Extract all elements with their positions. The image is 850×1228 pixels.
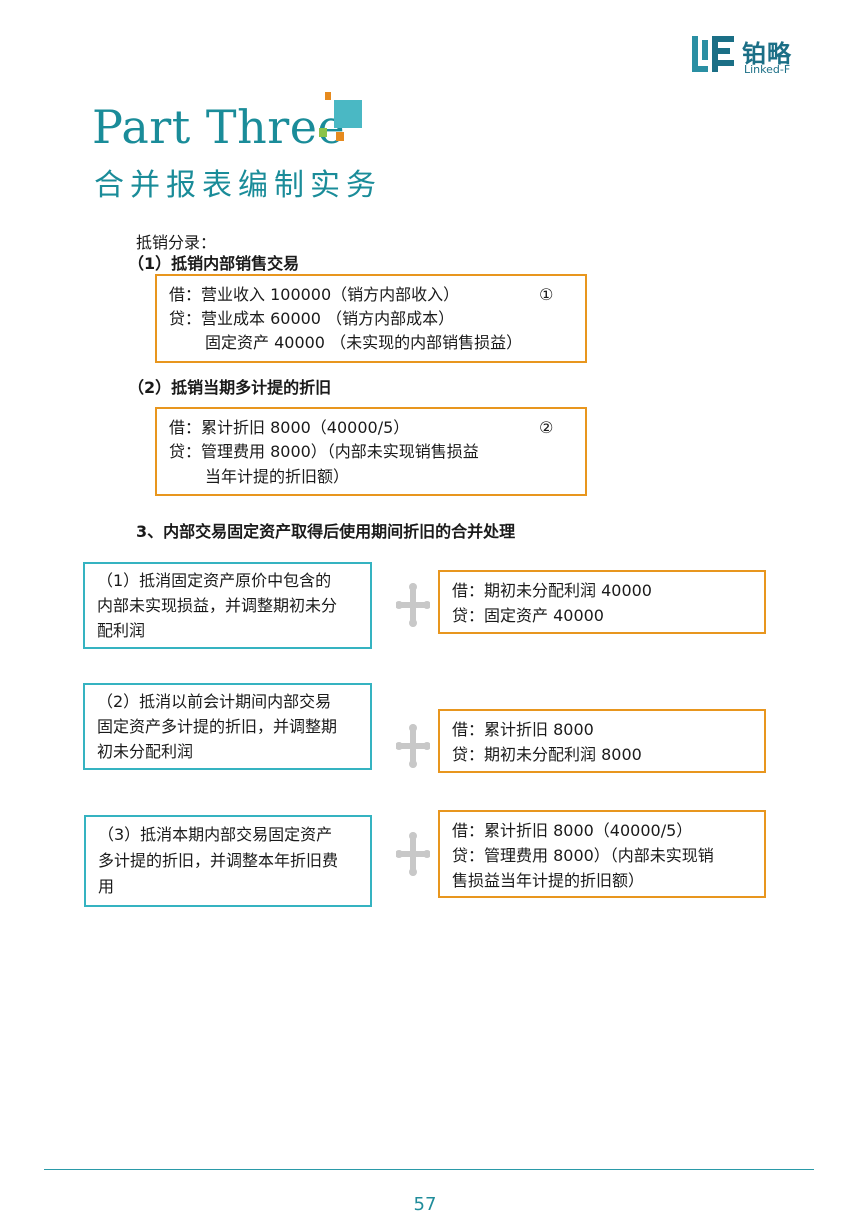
plus-cross-icon	[396, 832, 430, 876]
entry1-box: 借：营业收入 100000（销方内部收入） ① 贷：营业成本 60000 （销方…	[155, 274, 587, 363]
row2-description-box: （2）抵消以前会计期间内部交易 固定资产多计提的折旧，并调整期 初未分配利润	[83, 683, 372, 770]
row1-left-line2: 内部未实现损益，并调整期初未分	[97, 596, 338, 615]
row3-entry-box: 借：累计折旧 8000（40000/5） 贷：管理费用 8000）（内部未实现销…	[438, 810, 766, 898]
row3-description-box: （3）抵消本期内部交易固定资产 多计提的折旧，并调整本年折旧费 用	[84, 815, 372, 907]
part-subtitle: 合并报表编制实务	[94, 168, 382, 203]
decor-square-orange-small	[336, 132, 344, 141]
brand-logo: 铂略 Linked-F	[692, 36, 812, 76]
part-title: Part Three	[92, 100, 346, 154]
intro-label: 抵销分录：	[136, 233, 217, 252]
row3-left-line2: 多计提的折旧，并调整本年折旧费	[98, 851, 339, 870]
row1-right-line2: 贷：固定资产 40000	[452, 606, 604, 625]
entry2-marker: ②	[539, 418, 554, 437]
logo-chinese-text: 铂略	[742, 40, 792, 68]
row3-right-line1: 借：累计折旧 8000（40000/5）	[452, 821, 693, 840]
decor-square-teal	[334, 100, 362, 128]
item2-title: （2）抵销当期多计提的折旧	[128, 378, 332, 397]
row1-description-box: （1）抵消固定资产原价中包含的 内部未实现损益，并调整期初未分 配利润	[83, 562, 372, 649]
row2-left-line3: 初未分配利润	[97, 742, 194, 761]
plus-cross-icon	[396, 724, 430, 768]
row1-right-line1: 借：期初未分配利润 40000	[452, 581, 652, 600]
row1-left-line1: （1）抵消固定资产原价中包含的	[97, 571, 332, 590]
logo-english-text: Linked-F	[744, 63, 791, 76]
decor-square-orange	[325, 92, 331, 100]
page-number: 57	[413, 1194, 437, 1215]
row2-left-line2: 固定资产多计提的折旧，并调整期	[97, 717, 338, 736]
entry1-line2: 贷：营业成本 60000 （销方内部成本）	[169, 309, 455, 328]
row3-left-line3: 用	[98, 877, 115, 896]
row1-entry-box: 借：期初未分配利润 40000 贷：固定资产 40000	[438, 570, 766, 634]
footer-divider	[44, 1169, 814, 1170]
row2-right-line1: 借：累计折旧 8000	[452, 720, 594, 739]
entry2-line2: 贷：管理费用 8000）（内部未实现销售损益	[169, 442, 479, 461]
decor-square-green	[319, 128, 327, 137]
row2-entry-box: 借：累计折旧 8000 贷：期初未分配利润 8000	[438, 709, 766, 773]
entry1-line3: 固定资产 40000 （未实现的内部销售损益）	[205, 333, 523, 352]
entry2-line1: 借：累计折旧 8000（40000/5）	[169, 418, 410, 437]
section3-heading: 3、内部交易固定资产取得后使用期间折旧的合并处理	[136, 522, 516, 541]
row3-right-line3: 售损益当年计提的折旧额）	[452, 871, 645, 890]
row2-right-line2: 贷：期初未分配利润 8000	[452, 745, 642, 764]
row3-right-line2: 贷：管理费用 8000）（内部未实现销	[452, 846, 714, 865]
entry2-box: 借：累计折旧 8000（40000/5） ② 贷：管理费用 8000）（内部未实…	[155, 407, 587, 496]
plus-cross-icon	[396, 583, 430, 627]
row2-left-line1: （2）抵消以前会计期间内部交易	[97, 692, 332, 711]
item1-title: （1）抵销内部销售交易	[128, 254, 300, 273]
row1-left-line3: 配利润	[97, 621, 146, 640]
entry2-line3: 当年计提的折旧额）	[205, 467, 350, 486]
entry1-line1: 借：营业收入 100000（销方内部收入）	[169, 285, 460, 304]
linked-f-logo-icon	[692, 36, 734, 72]
row3-left-line1: （3）抵消本期内部交易固定资产	[98, 825, 333, 844]
entry1-marker: ①	[539, 285, 554, 304]
